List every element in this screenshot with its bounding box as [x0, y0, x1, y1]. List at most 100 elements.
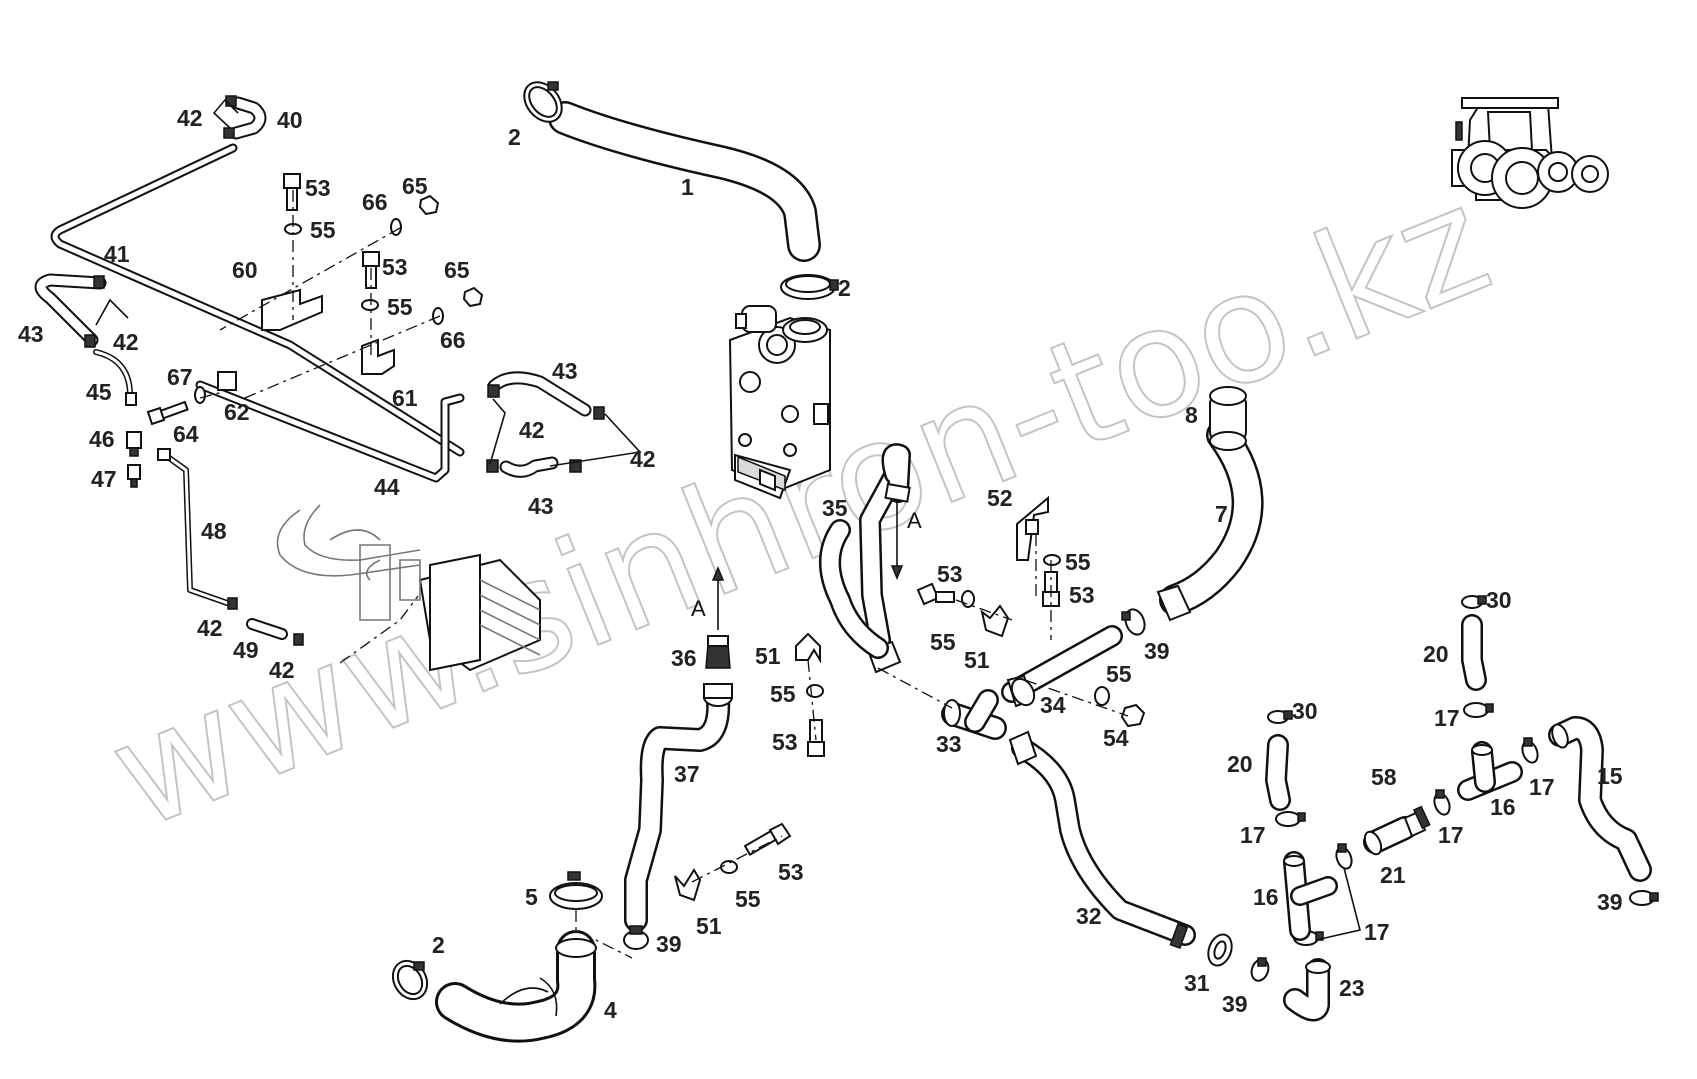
label-53: 53: [937, 561, 963, 587]
label-42: 42: [197, 615, 223, 641]
bolt-53: [283, 173, 301, 211]
label-42: 42: [519, 417, 545, 443]
clamp-30: [1267, 710, 1293, 724]
fitting-47: [127, 464, 141, 488]
label-20: 20: [1423, 641, 1449, 667]
bracket-61: [361, 338, 395, 375]
label-46: 46: [89, 426, 115, 452]
label-35: 35: [822, 495, 848, 521]
washer-55: [361, 299, 379, 311]
label-43: 43: [528, 493, 554, 519]
cooler-unit-ghost: [276, 504, 541, 672]
thermostat-housing: [728, 305, 831, 500]
grommet-31: [1207, 933, 1233, 967]
view-arrow-a: A: [691, 566, 725, 630]
label-17: 17: [1434, 705, 1460, 731]
label-39: 39: [1597, 889, 1623, 915]
clamp-39: [1121, 608, 1146, 636]
hose-43-lower: [486, 456, 582, 478]
callout-labels: 42 40 53 55 66 65 53 55 65 66 41 60 61 4…: [18, 105, 1623, 1023]
bracket-62: [217, 371, 237, 391]
label-39: 39: [1222, 991, 1248, 1017]
label-45: 45: [86, 379, 112, 405]
svg-text:A: A: [691, 596, 706, 621]
tee-33: [941, 689, 1007, 740]
washer-55: [1094, 686, 1110, 706]
label-42: 42: [113, 329, 139, 355]
label-37: 37: [674, 761, 700, 787]
bolt-53: [916, 582, 955, 606]
view-arrow-a: A: [890, 500, 922, 580]
label-53: 53: [772, 729, 798, 755]
tee-16: [1457, 741, 1523, 801]
nut-54: [1120, 703, 1146, 728]
pipe-32: [1008, 730, 1196, 950]
label-30: 30: [1486, 587, 1512, 613]
hose-1: [548, 101, 821, 262]
label-43: 43: [18, 321, 44, 347]
label-55: 55: [770, 681, 796, 707]
pipe-45: [93, 349, 137, 406]
label-16: 16: [1253, 884, 1279, 910]
label-17: 17: [1438, 822, 1464, 848]
clamp-30: [1461, 595, 1487, 609]
label-23: 23: [1339, 975, 1365, 1001]
label-55: 55: [1106, 661, 1132, 687]
nut-65: [462, 286, 484, 308]
label-48: 48: [201, 518, 227, 544]
hose-49: [227, 597, 304, 646]
label-33: 33: [936, 731, 962, 757]
label-52: 52: [987, 485, 1013, 511]
bolt-53: [807, 719, 825, 757]
label-60: 60: [232, 257, 258, 283]
pipe-34: [1001, 625, 1123, 708]
label-51: 51: [964, 647, 990, 673]
hose-15: [1548, 716, 1652, 882]
label-62: 62: [224, 399, 250, 425]
label-2: 2: [432, 932, 445, 958]
pipe-48: [157, 448, 233, 607]
label-51: 51: [755, 643, 781, 669]
hose-7: [1156, 419, 1264, 622]
label-58: 58: [1371, 764, 1397, 790]
label-2: 2: [508, 124, 521, 150]
label-42: 42: [269, 657, 295, 683]
label-55: 55: [1065, 549, 1091, 575]
hose-35: [819, 443, 911, 674]
label-66: 66: [362, 189, 388, 215]
label-53: 53: [305, 175, 331, 201]
hose-43-upper: [487, 371, 605, 420]
clamp-17: [1335, 843, 1353, 870]
bolt-64: [146, 400, 189, 426]
clamp-17: [1521, 737, 1539, 764]
label-51: 51: [696, 913, 722, 939]
fitting-46: [126, 431, 142, 457]
clamp-2: [523, 81, 563, 123]
label-39: 39: [656, 931, 682, 957]
label-65: 65: [402, 173, 428, 199]
label-5: 5: [525, 884, 538, 910]
label-67: 67: [167, 364, 193, 390]
fitting-36: [705, 635, 731, 669]
label-53: 53: [778, 859, 804, 885]
clamp-17: [1463, 702, 1494, 718]
label-64: 64: [173, 421, 199, 447]
label-54: 54: [1103, 725, 1129, 751]
pipe-41: [50, 143, 465, 457]
label-4: 4: [604, 997, 617, 1023]
label-44: 44: [374, 474, 400, 500]
clamp-39: [1629, 890, 1659, 906]
label-17: 17: [1529, 774, 1555, 800]
hose-37: [624, 683, 733, 932]
label-2: 2: [838, 275, 851, 301]
label-21: 21: [1380, 862, 1406, 888]
label-39: 39: [1144, 638, 1170, 664]
fitting-58: [1403, 805, 1431, 838]
label-47: 47: [91, 466, 117, 492]
washer-55: [720, 860, 738, 874]
hose-20: [1265, 734, 1291, 811]
clamp-39: [1250, 957, 1270, 982]
clamp-17: [1433, 789, 1451, 816]
pipe-44: [195, 380, 465, 483]
bracket-51: [674, 868, 702, 902]
